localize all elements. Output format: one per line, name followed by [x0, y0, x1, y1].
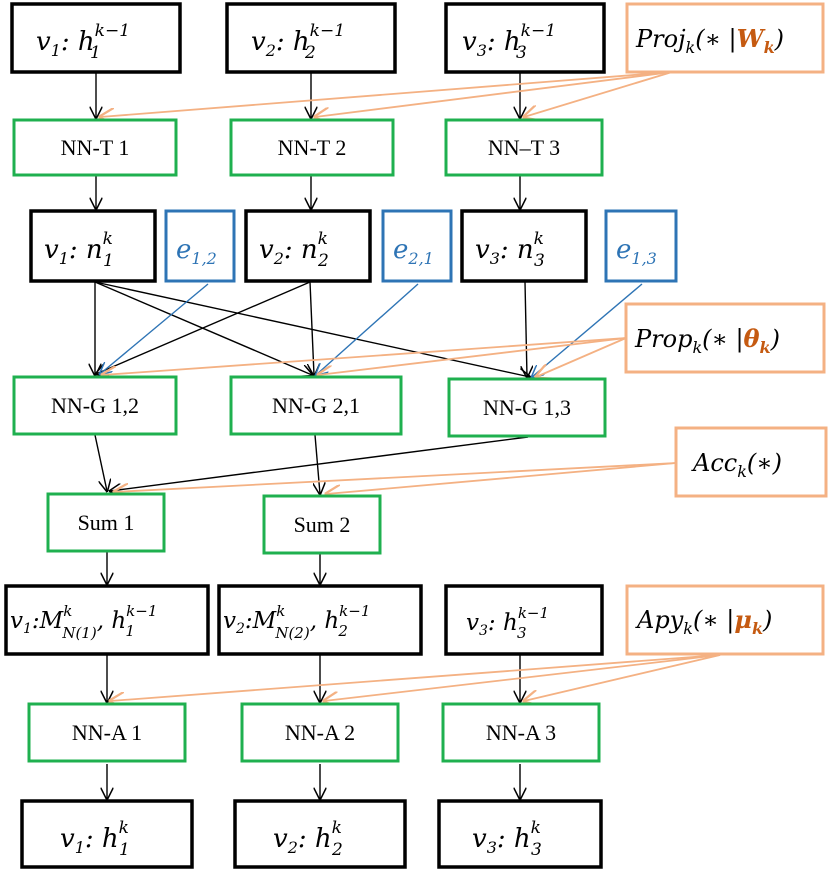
nn-g-12: NN-G 1,2	[12, 375, 178, 436]
svg-text:Projk(∗ |Wk): Projk(∗ |Wk)	[635, 24, 784, 57]
edge-prop-nng12	[102, 337, 627, 375]
nn-g-21: NN-G 2,1	[229, 375, 403, 436]
edge-nng13-sum1	[110, 436, 529, 491]
svg-text:v2: nk2: v2: nk2	[259, 229, 329, 271]
svg-text:Sum 1: Sum 1	[78, 510, 135, 535]
edge-e21-nng21	[316, 283, 419, 375]
edge-acc-sum1	[114, 462, 677, 492]
svg-text:NN-A 1: NN-A 1	[72, 720, 142, 745]
svg-text:NN-G 2,1: NN-G 2,1	[272, 393, 360, 418]
nn-t-1: NN-T 1	[12, 118, 178, 177]
edge-feature-e12: e1,2	[164, 209, 236, 283]
sum-1: Sum 1	[46, 492, 166, 553]
svg-text:v3: hk−13: v3: hk−13	[462, 21, 556, 63]
svg-text:e1,3: e1,3	[616, 235, 657, 268]
edge-feature-e21: e2,1	[381, 209, 453, 283]
sum-2: Sum 2	[262, 494, 382, 555]
svg-text:Sum 2: Sum 2	[294, 512, 351, 537]
svg-text:v3: hk3: v3: hk3	[472, 818, 542, 860]
edge-e12-nng12	[100, 283, 209, 374]
nn-g-13: NN-G 1,3	[447, 377, 607, 438]
svg-text:v2: hk2: v2: hk2	[273, 818, 343, 860]
edge-e13-nng13	[532, 283, 643, 377]
edge-feature-e13: e1,3	[604, 209, 678, 283]
svg-text:Acck(∗): Acck(∗)	[691, 449, 782, 481]
svg-text:e2,1: e2,1	[393, 235, 434, 268]
op-prop: Propk(∗ |θk)	[624, 302, 826, 374]
edge-prop-nng13	[536, 337, 627, 377]
svg-text:NN-A 3: NN-A 3	[486, 720, 556, 745]
svg-text:v1: hk−11: v1: hk−11	[36, 21, 130, 63]
svg-text:NN-A 2: NN-A 2	[285, 720, 355, 745]
nn-a-1: NN-A 1	[27, 702, 187, 763]
svg-text:v1: hk1: v1: hk1	[60, 818, 130, 860]
nn-t-3: NN–T 3	[444, 118, 604, 177]
edge-apy-nna1	[110, 654, 721, 701]
svg-text:v2: hk−12: v2: hk−12	[251, 21, 345, 63]
svg-text:v3: nk3: v3: nk3	[475, 229, 545, 271]
svg-text:Apyk(∗ |μk): Apyk(∗ |μk)	[635, 605, 772, 638]
svg-text:NN-T 1: NN-T 1	[61, 135, 130, 160]
edge-proj-nnt2	[315, 71, 673, 117]
edge-n2-nng12	[96, 281, 311, 374]
edge-proj-nnt1	[100, 71, 673, 117]
svg-text:v1:MkN(1), hk−11: v1:MkN(1), hk−11	[10, 602, 157, 642]
svg-text:v3: hk−13: v3: hk−13	[466, 604, 549, 642]
edge-apy-nna3	[524, 654, 721, 701]
svg-text:v2:MkN(2), hk−12: v2:MkN(2), hk−12	[223, 602, 370, 642]
edge-acc-sum2	[326, 462, 677, 494]
svg-text:e1,2: e1,2	[176, 235, 217, 268]
edge-prop-nng21	[318, 337, 627, 375]
svg-text:NN–T 3: NN–T 3	[488, 135, 560, 160]
op-proj: Projk(∗ |Wk)	[625, 2, 825, 74]
nn-a-2: NN-A 2	[240, 702, 400, 763]
svg-text:NN-T 2: NN-T 2	[278, 135, 347, 160]
nn-t-2: NN-T 2	[229, 118, 395, 177]
op-acc: Acck(∗)	[674, 426, 828, 498]
edge-apy-nna2	[324, 654, 721, 701]
op-apy: Apyk(∗ |μk)	[625, 584, 825, 656]
edge-nng12-sum1	[94, 434, 107, 491]
svg-text:NN-G 1,3: NN-G 1,3	[483, 395, 571, 420]
svg-text:v1: nk1: v1: nk1	[44, 229, 114, 271]
edge-n3-nng13	[525, 281, 527, 377]
svg-text:NN-G 1,2: NN-G 1,2	[51, 393, 139, 418]
svg-text:Propk(∗ |θk): Propk(∗ |θk)	[634, 324, 780, 357]
edge-proj-nnt3	[524, 71, 673, 117]
edge-nng21-sum2	[315, 434, 320, 494]
nn-a-3: NN-A 3	[441, 702, 601, 763]
